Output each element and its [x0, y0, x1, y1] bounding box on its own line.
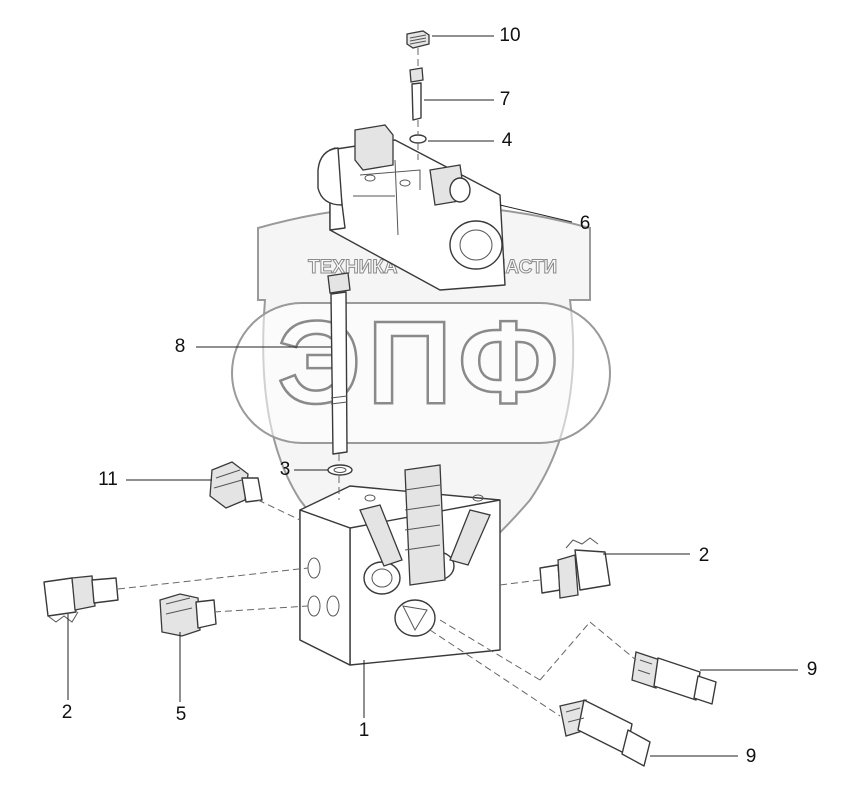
- callout-10: 10: [499, 25, 520, 46]
- callout-11: 11: [98, 469, 118, 490]
- callout-1: 1: [359, 720, 370, 741]
- part-6-valve: [317, 124, 506, 291]
- callout-leaders: [67, 35, 798, 757]
- callout-labels: 10 7 4 6 8 3 11 2 9 9 2 5 1: [62, 25, 818, 767]
- callout-5: 5: [176, 704, 187, 725]
- part-1-body: [299, 464, 501, 666]
- callout-2-right: 2: [699, 545, 710, 566]
- part-9-sensor-upper: [631, 651, 717, 705]
- watermark-big-letters: ЭПФ: [277, 297, 564, 429]
- callout-7: 7: [500, 89, 511, 110]
- callout-2-left: 2: [62, 702, 73, 723]
- part-3-washer: [327, 464, 353, 476]
- watermark-band: [231, 302, 611, 444]
- callout-9-upper: 9: [807, 659, 818, 680]
- callout-6: 6: [580, 213, 591, 234]
- callout-4: 4: [502, 130, 513, 151]
- watermark-left-text: ТЕХНИКА: [308, 257, 398, 278]
- part-8-bolt: [327, 272, 351, 455]
- callout-9-lower: 9: [746, 746, 757, 767]
- part-2-sensor-right: [539, 537, 611, 599]
- callout-3: 3: [280, 459, 291, 480]
- part-7-pin: [409, 67, 424, 121]
- part-11-fitting: [209, 461, 263, 509]
- part-5-plug: [159, 593, 217, 637]
- part-9-sensor-lower: [559, 699, 651, 767]
- assembly-lines: [117, 48, 637, 717]
- part-4-ring: [409, 134, 427, 144]
- callout-8: 8: [175, 336, 186, 357]
- part-10-cap: [406, 30, 430, 49]
- part-2-sensor-left: [43, 575, 119, 623]
